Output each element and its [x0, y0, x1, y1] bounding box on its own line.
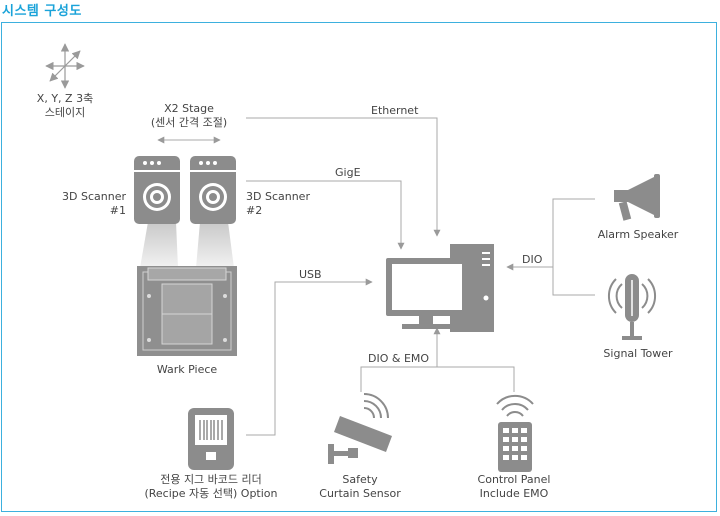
safety-sensor-label: Safety Curtain Sensor [310, 473, 410, 501]
safety-sensor-label-line2: Curtain Sensor [319, 487, 401, 500]
scanner2-beam [196, 222, 234, 268]
xyz-stage-label-line1: X, Y, Z 3축 [36, 92, 94, 105]
x2-stage-label: X2 Stage (센서 간격 조절) [134, 102, 244, 130]
dio-emo-line [360, 366, 515, 392]
dio-speaker-line [552, 198, 595, 296]
scanner1-icon [134, 156, 180, 224]
scanner1-label: 3D Scanner #1 [48, 190, 126, 218]
scanner2-label-line1: 3D Scanner [246, 190, 310, 203]
barcode-reader-label: 전용 지그 바코드 리더 (Recipe 자동 선택) Option [136, 473, 286, 501]
scanner2-label-line2: #2 [246, 204, 263, 217]
signal-tower-label: Signal Tower [603, 347, 673, 360]
scanner1-label-line2: #1 [109, 204, 126, 217]
x2-stage-label-line2: (센서 간격 조절) [150, 116, 228, 129]
scanner2-icon [190, 156, 236, 224]
safety-sensor-label-line1: Safety [342, 473, 378, 486]
barcode-reader-label-line1: 전용 지그 바코드 리더 [160, 473, 262, 486]
computer-icon [386, 244, 494, 332]
connection-lines [157, 117, 595, 436]
control-panel-label: Control Panel Include EMO [464, 473, 564, 501]
usb-line [246, 278, 373, 436]
x2-stage-label-line1: X2 Stage [164, 102, 214, 115]
xyz-stage-label: X, Y, Z 3축 스테이지 [25, 92, 105, 120]
ethernet-line [246, 117, 441, 237]
work-piece-icon [137, 266, 237, 356]
dio-label: DIO [522, 253, 543, 266]
scanner1-beam [140, 222, 178, 268]
control-panel-icon [496, 394, 534, 472]
alarm-speaker-label: Alarm Speaker [597, 228, 679, 241]
dio-emo-label: DIO & EMO [368, 352, 430, 365]
page-title: 시스템 구성도 [2, 4, 82, 19]
work-piece-label: Wark Piece [156, 363, 218, 376]
control-panel-label-line2: Include EMO [479, 487, 549, 500]
signal-tower-icon [607, 274, 657, 340]
megaphone-icon [614, 174, 660, 221]
usb-label: USB [299, 268, 322, 281]
scanner1-label-line1: 3D Scanner [62, 190, 126, 203]
gige-line [246, 180, 405, 250]
diagram-frame [1, 22, 717, 512]
xyz-stage-label-line2: 스테이지 [44, 106, 86, 119]
barcode-reader-label-line2: (Recipe 자동 선택) Option [144, 487, 278, 500]
barcode-reader-icon [188, 408, 234, 470]
scanner2-label: 3D Scanner #2 [246, 190, 310, 218]
control-panel-label-line1: Control Panel [477, 473, 551, 486]
gige-label: GigE [335, 166, 361, 179]
camera-icon [328, 393, 392, 464]
ethernet-label: Ethernet [371, 104, 419, 117]
xyz-axis-icon [45, 43, 85, 89]
